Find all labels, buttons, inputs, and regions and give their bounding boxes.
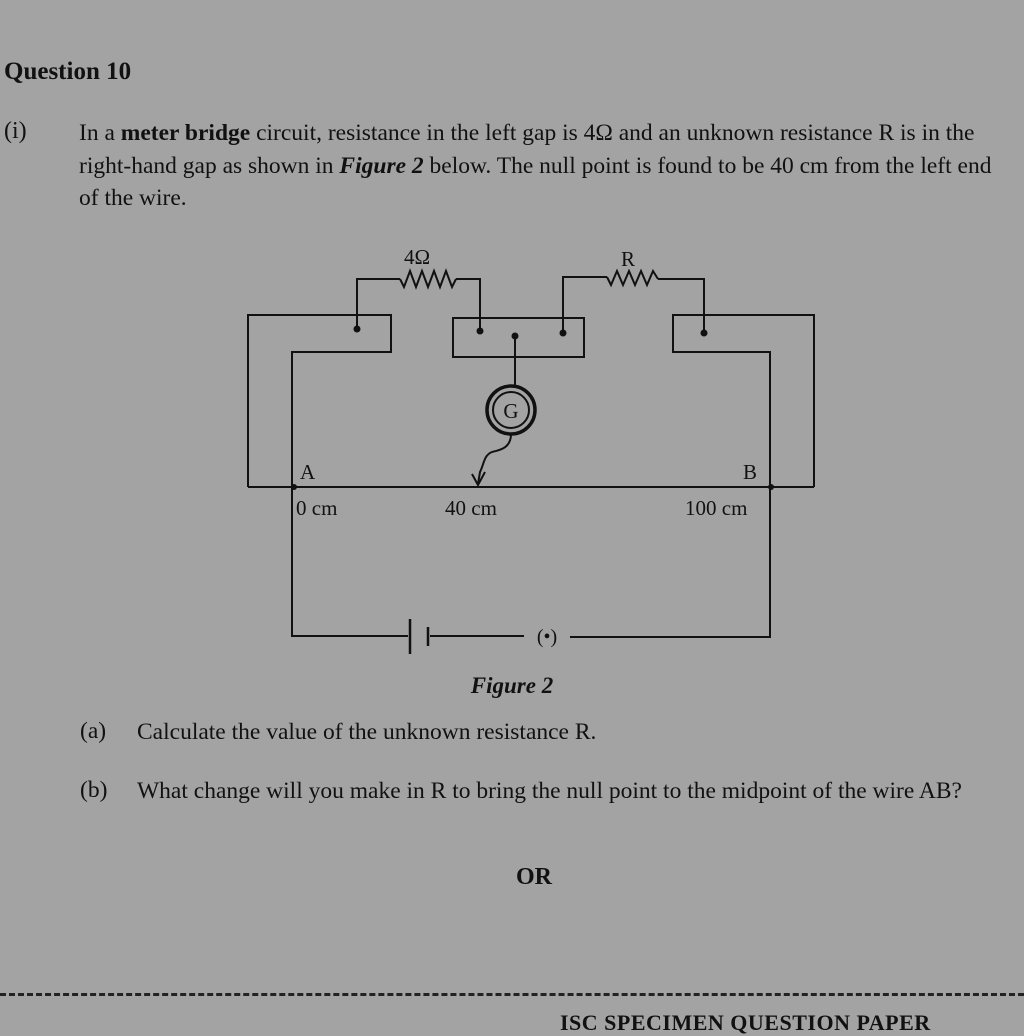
question-intro: In a meter bridge circuit, resistance in… (79, 117, 1009, 215)
intro-figure-ref: Figure 2 (339, 152, 424, 179)
or-separator: OR (516, 864, 552, 890)
middle-strip (452, 317, 585, 358)
left-resistor (399, 268, 457, 290)
battery-circuit-right (430, 487, 771, 638)
footer-text: ISC SPECIMEN QUESTION PAPER (560, 1010, 931, 1035)
question-title: Question 10 (4, 58, 132, 85)
intro-text-3: below. The null point is found to be 40 … (79, 152, 992, 212)
subpart-a-label: (a) (80, 718, 107, 744)
left-resistor-leads (356, 278, 481, 331)
right-resistor (606, 268, 659, 288)
scale-label-40cm: 40 cm (445, 496, 497, 520)
point-b-label: B (743, 460, 757, 484)
subpart-b-label: (b) (80, 777, 108, 803)
intro-bold-term: meter bridge (120, 120, 251, 146)
jockey-wire (477, 433, 512, 485)
terminal-dot-5 (700, 329, 708, 337)
label-r: R (621, 247, 635, 271)
point-b-dot (768, 484, 774, 490)
point-a-label: A (300, 460, 316, 484)
subpart-b-text: What change will you make in R to bring … (137, 778, 962, 804)
galvanometer-label: G (503, 399, 518, 423)
intro-text-2: circuit, resistance in the left gap is 4… (79, 120, 975, 179)
left-gap-strip (247, 314, 392, 487)
point-a-dot (291, 484, 297, 490)
terminal-dot-3 (511, 332, 519, 340)
plug-key-label: (•) (537, 626, 557, 648)
right-gap-strip (672, 314, 815, 487)
scale-label-100cm: 100 cm (685, 496, 747, 520)
jockey-tip (471, 471, 486, 488)
right-resistor-leads (562, 276, 705, 333)
terminal-dot-1 (353, 325, 361, 333)
figure-caption: Figure 2 (470, 673, 554, 698)
subpart-a-text: Calculate the value of the unknown resis… (137, 719, 597, 745)
battery-circuit-left (291, 487, 408, 637)
part-number: (i) (4, 118, 27, 144)
dashed-divider (0, 993, 1024, 996)
intro-text-1: In a (79, 120, 121, 146)
scale-label-0cm: 0 cm (296, 496, 337, 520)
label-4-ohm: 4Ω (404, 245, 430, 269)
galvanometer-inner (492, 391, 530, 429)
terminal-dot-4 (559, 329, 567, 337)
terminal-dot-2 (476, 327, 484, 335)
